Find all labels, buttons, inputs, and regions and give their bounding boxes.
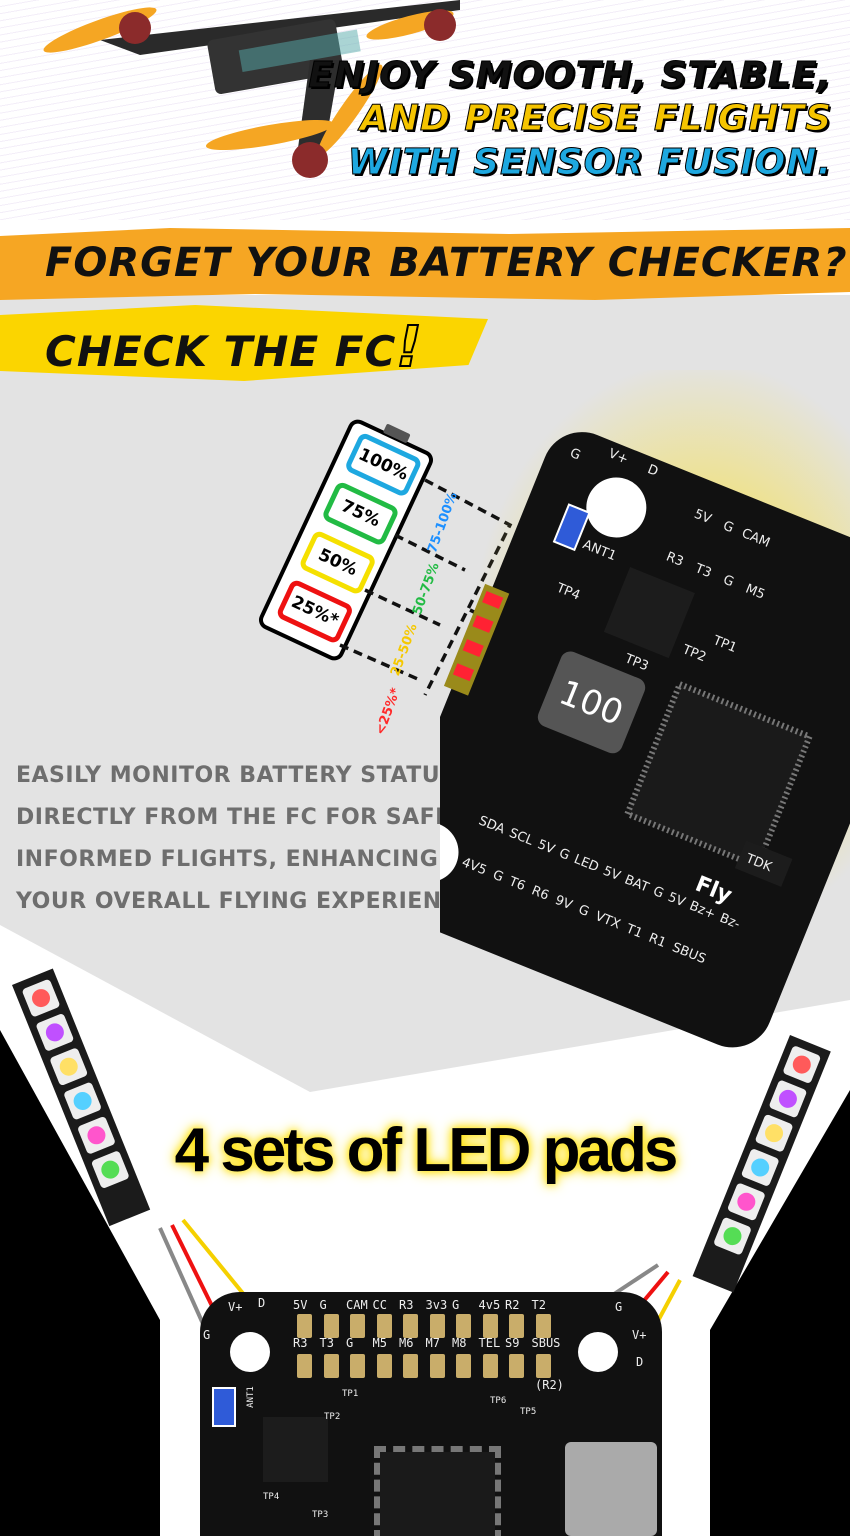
tp5-label: TP5 bbox=[520, 1407, 537, 1417]
solder-pad bbox=[429, 1354, 445, 1378]
tdk-chip bbox=[734, 840, 793, 887]
solder-pad bbox=[535, 1314, 551, 1338]
pad-label: 3v3 bbox=[425, 1298, 448, 1312]
solder-pad bbox=[350, 1314, 365, 1338]
description-line: INFORMED FLIGHTS, ENHANCING bbox=[16, 847, 439, 872]
orange-brush-band bbox=[0, 228, 850, 300]
battery-leds bbox=[443, 583, 510, 696]
usb-c-port[interactable] bbox=[565, 1442, 657, 1536]
mount-hole bbox=[586, 477, 647, 538]
pad-label: T2 bbox=[531, 1298, 546, 1312]
solder-pad bbox=[403, 1354, 418, 1378]
pad-label: S9 bbox=[505, 1336, 520, 1350]
pad-label-g: G bbox=[615, 1300, 623, 1314]
solder-pad bbox=[323, 1314, 339, 1338]
mcu-chip bbox=[374, 1446, 501, 1536]
solder-pad bbox=[509, 1314, 524, 1338]
battery-description: EASILY MONITOR BATTERY STATU DIRECTLY FR… bbox=[16, 755, 483, 923]
solder-pad bbox=[376, 1354, 392, 1378]
tp4-label: TP4 bbox=[263, 1492, 280, 1502]
pad-label: G bbox=[319, 1298, 327, 1312]
description-line: DIRECTLY FROM THE FC FOR SAFER, bbox=[16, 805, 478, 830]
pad-label: M6 bbox=[399, 1336, 414, 1350]
pad-label: CC bbox=[372, 1298, 387, 1312]
pad-label: G bbox=[346, 1336, 354, 1350]
solder-pad bbox=[482, 1354, 498, 1378]
tp6-label: TP6 bbox=[490, 1396, 507, 1406]
drone-image bbox=[43, 0, 460, 178]
mount-hole bbox=[578, 1332, 618, 1372]
r2-note: (R2) bbox=[535, 1378, 564, 1392]
pad-label: R2 bbox=[505, 1298, 520, 1312]
pad-label: T3 bbox=[319, 1336, 334, 1350]
yellow-brush-band bbox=[0, 305, 488, 381]
solder-pad bbox=[350, 1354, 365, 1378]
pad-label: M7 bbox=[425, 1336, 440, 1350]
solder-pad bbox=[509, 1354, 524, 1378]
pad-label: G bbox=[452, 1298, 460, 1312]
solder-pad bbox=[456, 1354, 471, 1378]
solder-pad bbox=[376, 1314, 392, 1338]
gyro-chip bbox=[263, 1417, 328, 1482]
battery-headline: FORGET YOUR BATTERY CHECKER? bbox=[45, 240, 848, 286]
inductor bbox=[537, 651, 646, 754]
tp3-label: TP3 bbox=[312, 1510, 329, 1520]
pad-label-d: D bbox=[258, 1296, 266, 1310]
antenna-chip bbox=[552, 503, 591, 552]
gyro-chip bbox=[603, 566, 695, 659]
solder-pad bbox=[297, 1354, 312, 1378]
exclamation-icon: ! bbox=[395, 314, 423, 381]
solder-pad bbox=[429, 1314, 445, 1338]
pad-label: CAM bbox=[346, 1298, 368, 1312]
hero-line-3: WITH SENSOR FUSION. bbox=[347, 142, 832, 184]
pad-label: TEL bbox=[478, 1336, 501, 1350]
pad-label-vplus: V+ bbox=[632, 1328, 647, 1342]
tp2-label: TP2 bbox=[324, 1412, 341, 1422]
description-line: EASILY MONITOR BATTERY STATU bbox=[16, 763, 441, 788]
antenna-chip bbox=[212, 1387, 236, 1427]
solder-pad bbox=[456, 1314, 471, 1338]
solder-pad bbox=[297, 1314, 312, 1338]
pad-label: 4v5 bbox=[478, 1298, 501, 1312]
mcu-chip bbox=[623, 680, 814, 871]
solder-pad bbox=[403, 1314, 418, 1338]
hero-line-1: ENJOY SMOOTH, STABLE, bbox=[308, 55, 832, 97]
pad-label: 5V bbox=[293, 1298, 308, 1312]
solder-pad bbox=[323, 1354, 339, 1378]
battery-subheadline: CHECK THE FC! bbox=[45, 314, 423, 381]
ant1-label: ANT1 bbox=[245, 1386, 256, 1408]
solder-pad bbox=[482, 1314, 498, 1338]
mount-hole bbox=[230, 1332, 270, 1372]
pad-label: R3 bbox=[293, 1336, 308, 1350]
pad-label-vplus: V+ bbox=[228, 1300, 243, 1314]
pad-labels-second: R3T3GM5 bbox=[664, 549, 767, 602]
pad-label: M5 bbox=[372, 1336, 387, 1350]
solder-pad bbox=[535, 1354, 551, 1378]
subheadline-text: CHECK THE FC bbox=[45, 327, 397, 376]
pad-label-d: D bbox=[636, 1355, 644, 1369]
pad-label: R3 bbox=[399, 1298, 414, 1312]
mount-hole bbox=[440, 822, 459, 883]
pad-label: SBUS bbox=[531, 1336, 561, 1350]
hero-line-2: AND PRECISE FLIGHTS bbox=[359, 98, 832, 140]
tp1-label: TP1 bbox=[342, 1389, 359, 1399]
pad-label: V+ bbox=[606, 446, 630, 467]
pad-label-g: G bbox=[203, 1328, 211, 1342]
led-section-title: 4 sets of LED pads bbox=[174, 1116, 679, 1185]
pad-label: M8 bbox=[452, 1336, 467, 1350]
description-line: YOUR OVERALL FLYING EXPERIENCE. bbox=[16, 889, 483, 914]
